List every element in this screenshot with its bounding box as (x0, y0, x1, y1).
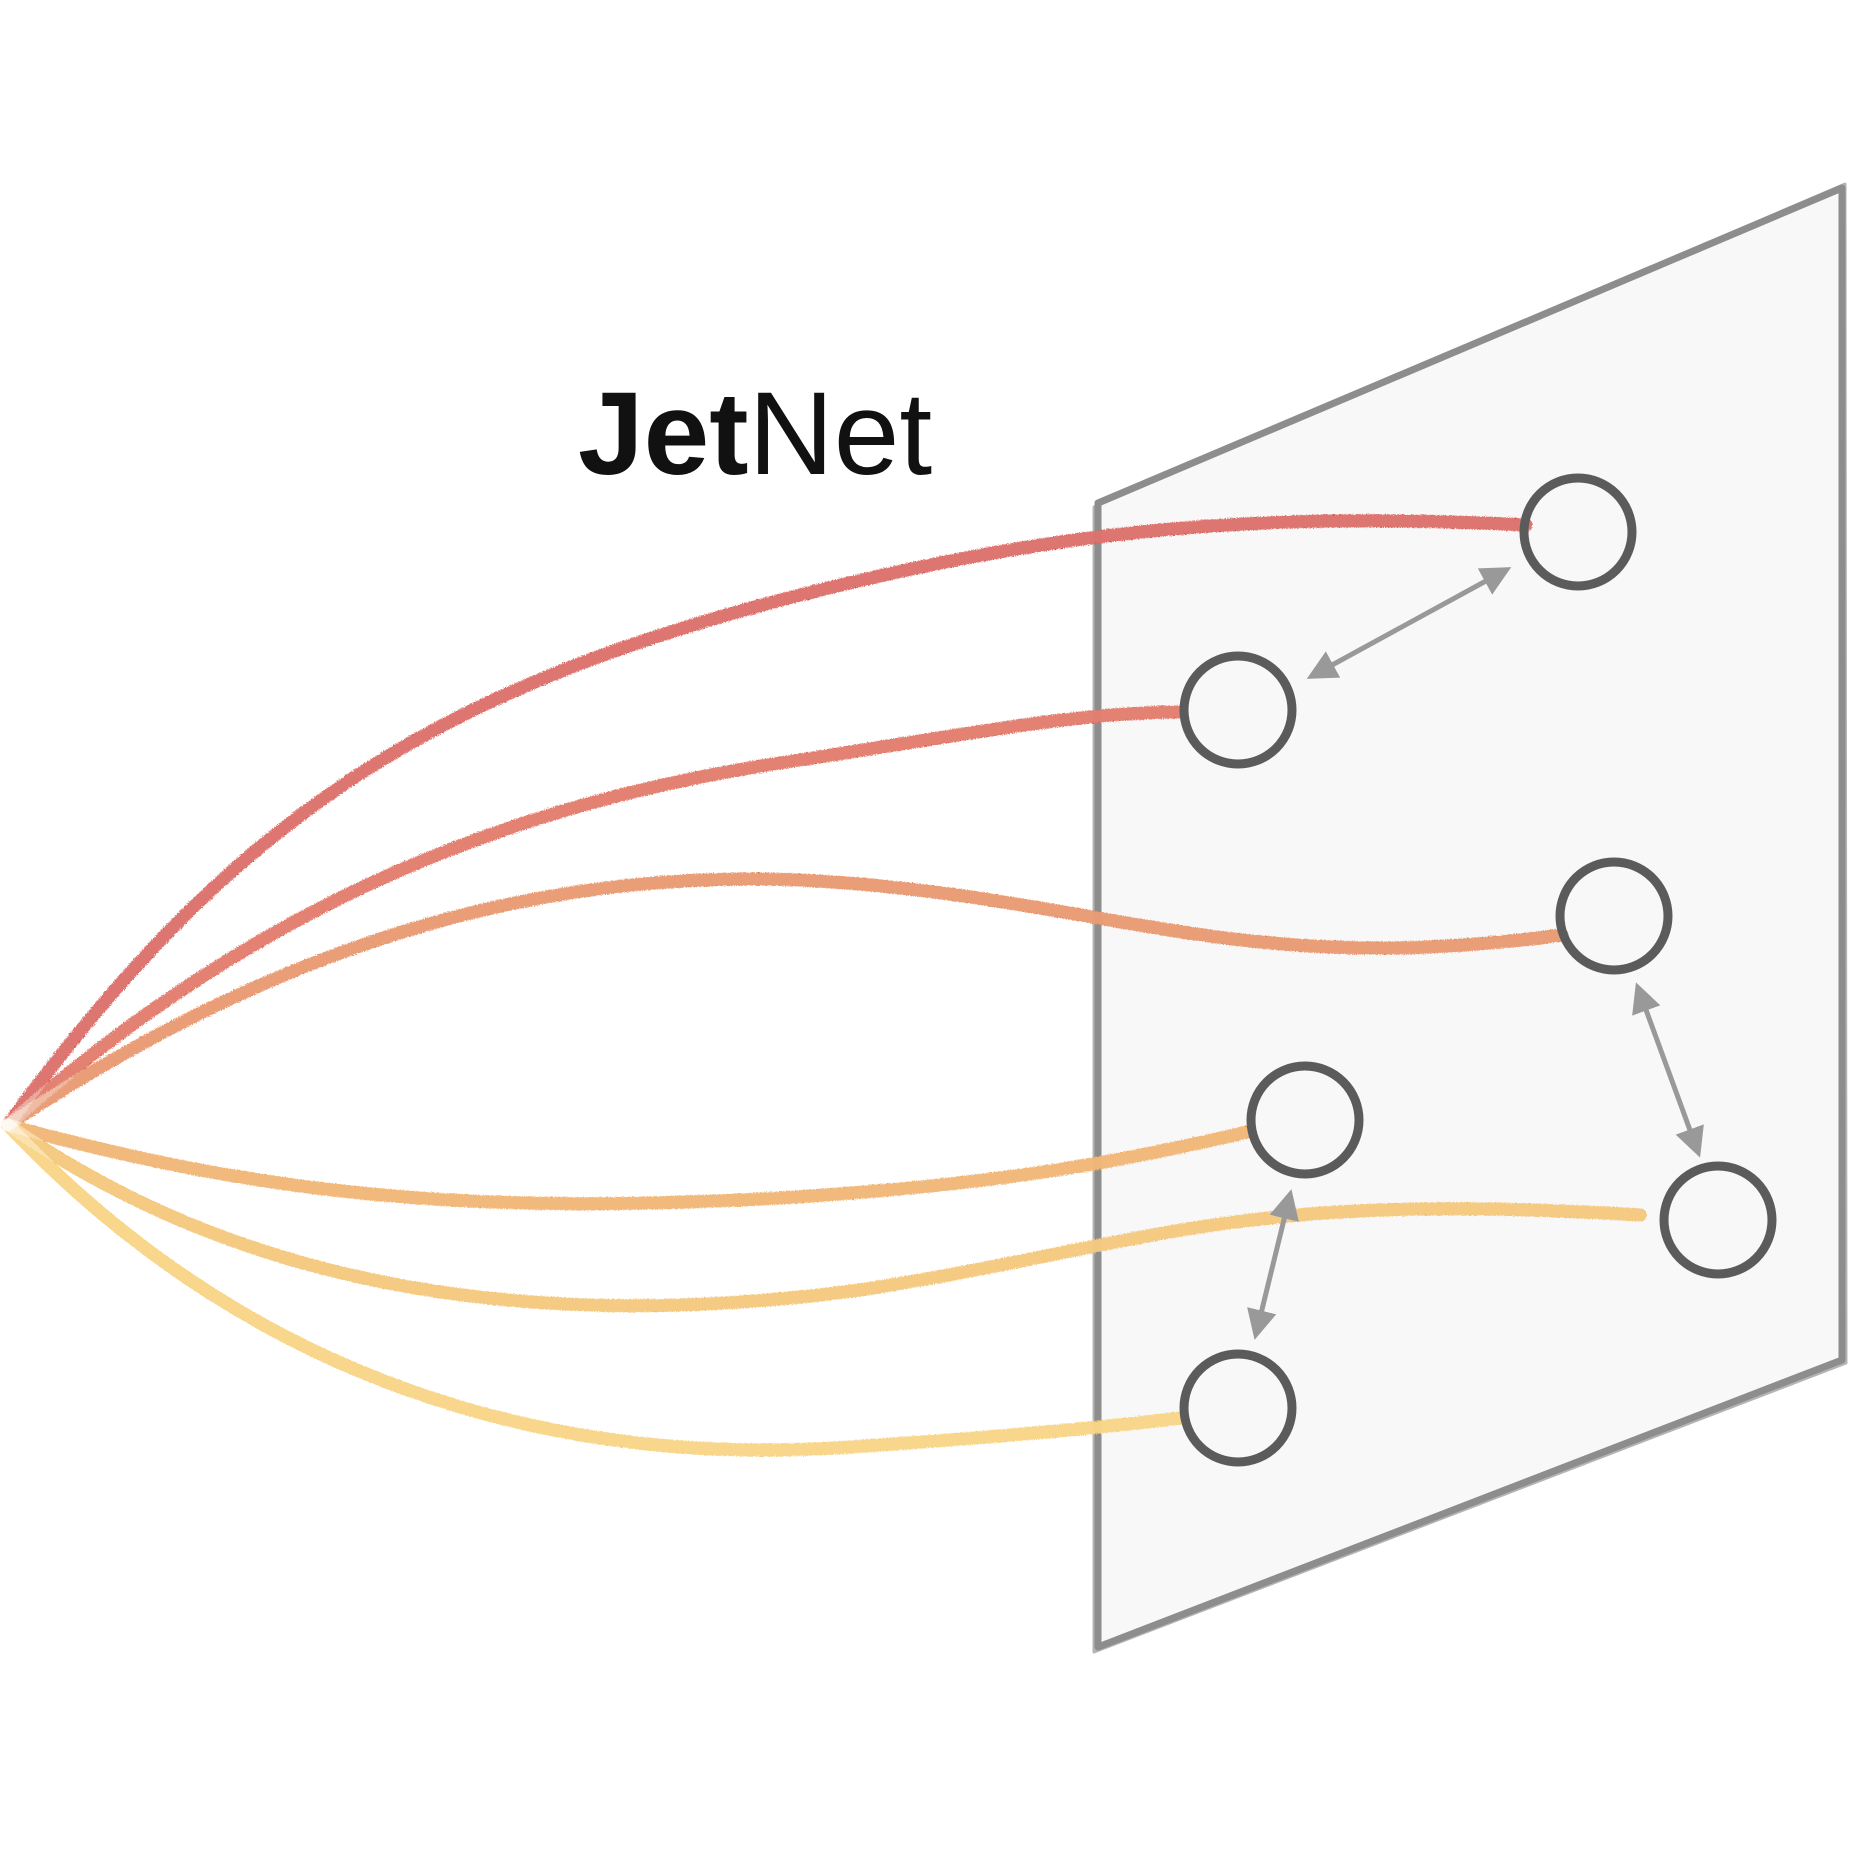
logo: JetNet (578, 368, 932, 500)
double-arrow-icon (1306, 567, 1512, 679)
panel-edge (1094, 184, 1846, 1651)
node-links (1247, 567, 1704, 1340)
panel-face (1098, 188, 1842, 1647)
particle-nodes (1179, 473, 1777, 1467)
particle-tracks (1, 514, 1647, 1457)
projection-panel (1092, 182, 1848, 1654)
circle-node-icon (1246, 1061, 1364, 1179)
circle-node-icon (1179, 651, 1297, 769)
track-4-grain (1, 1118, 1254, 1211)
logo-bold-part: Jet (578, 368, 749, 500)
logo-light-part: Net (749, 368, 933, 500)
track-1-grain (1, 514, 1533, 1132)
circle-node-icon (1659, 1161, 1777, 1279)
track-6-grain (1, 1118, 1187, 1457)
track-3-grain (1, 872, 1569, 1132)
double-arrow-icon (1247, 1189, 1299, 1340)
circle-node-icon (1179, 1349, 1297, 1467)
track-2-grain (1, 705, 1187, 1132)
double-arrow-icon (1632, 982, 1704, 1158)
circle-node-icon (1555, 857, 1673, 975)
circle-node-icon (1519, 473, 1637, 591)
track-5-grain (1, 1118, 1647, 1313)
